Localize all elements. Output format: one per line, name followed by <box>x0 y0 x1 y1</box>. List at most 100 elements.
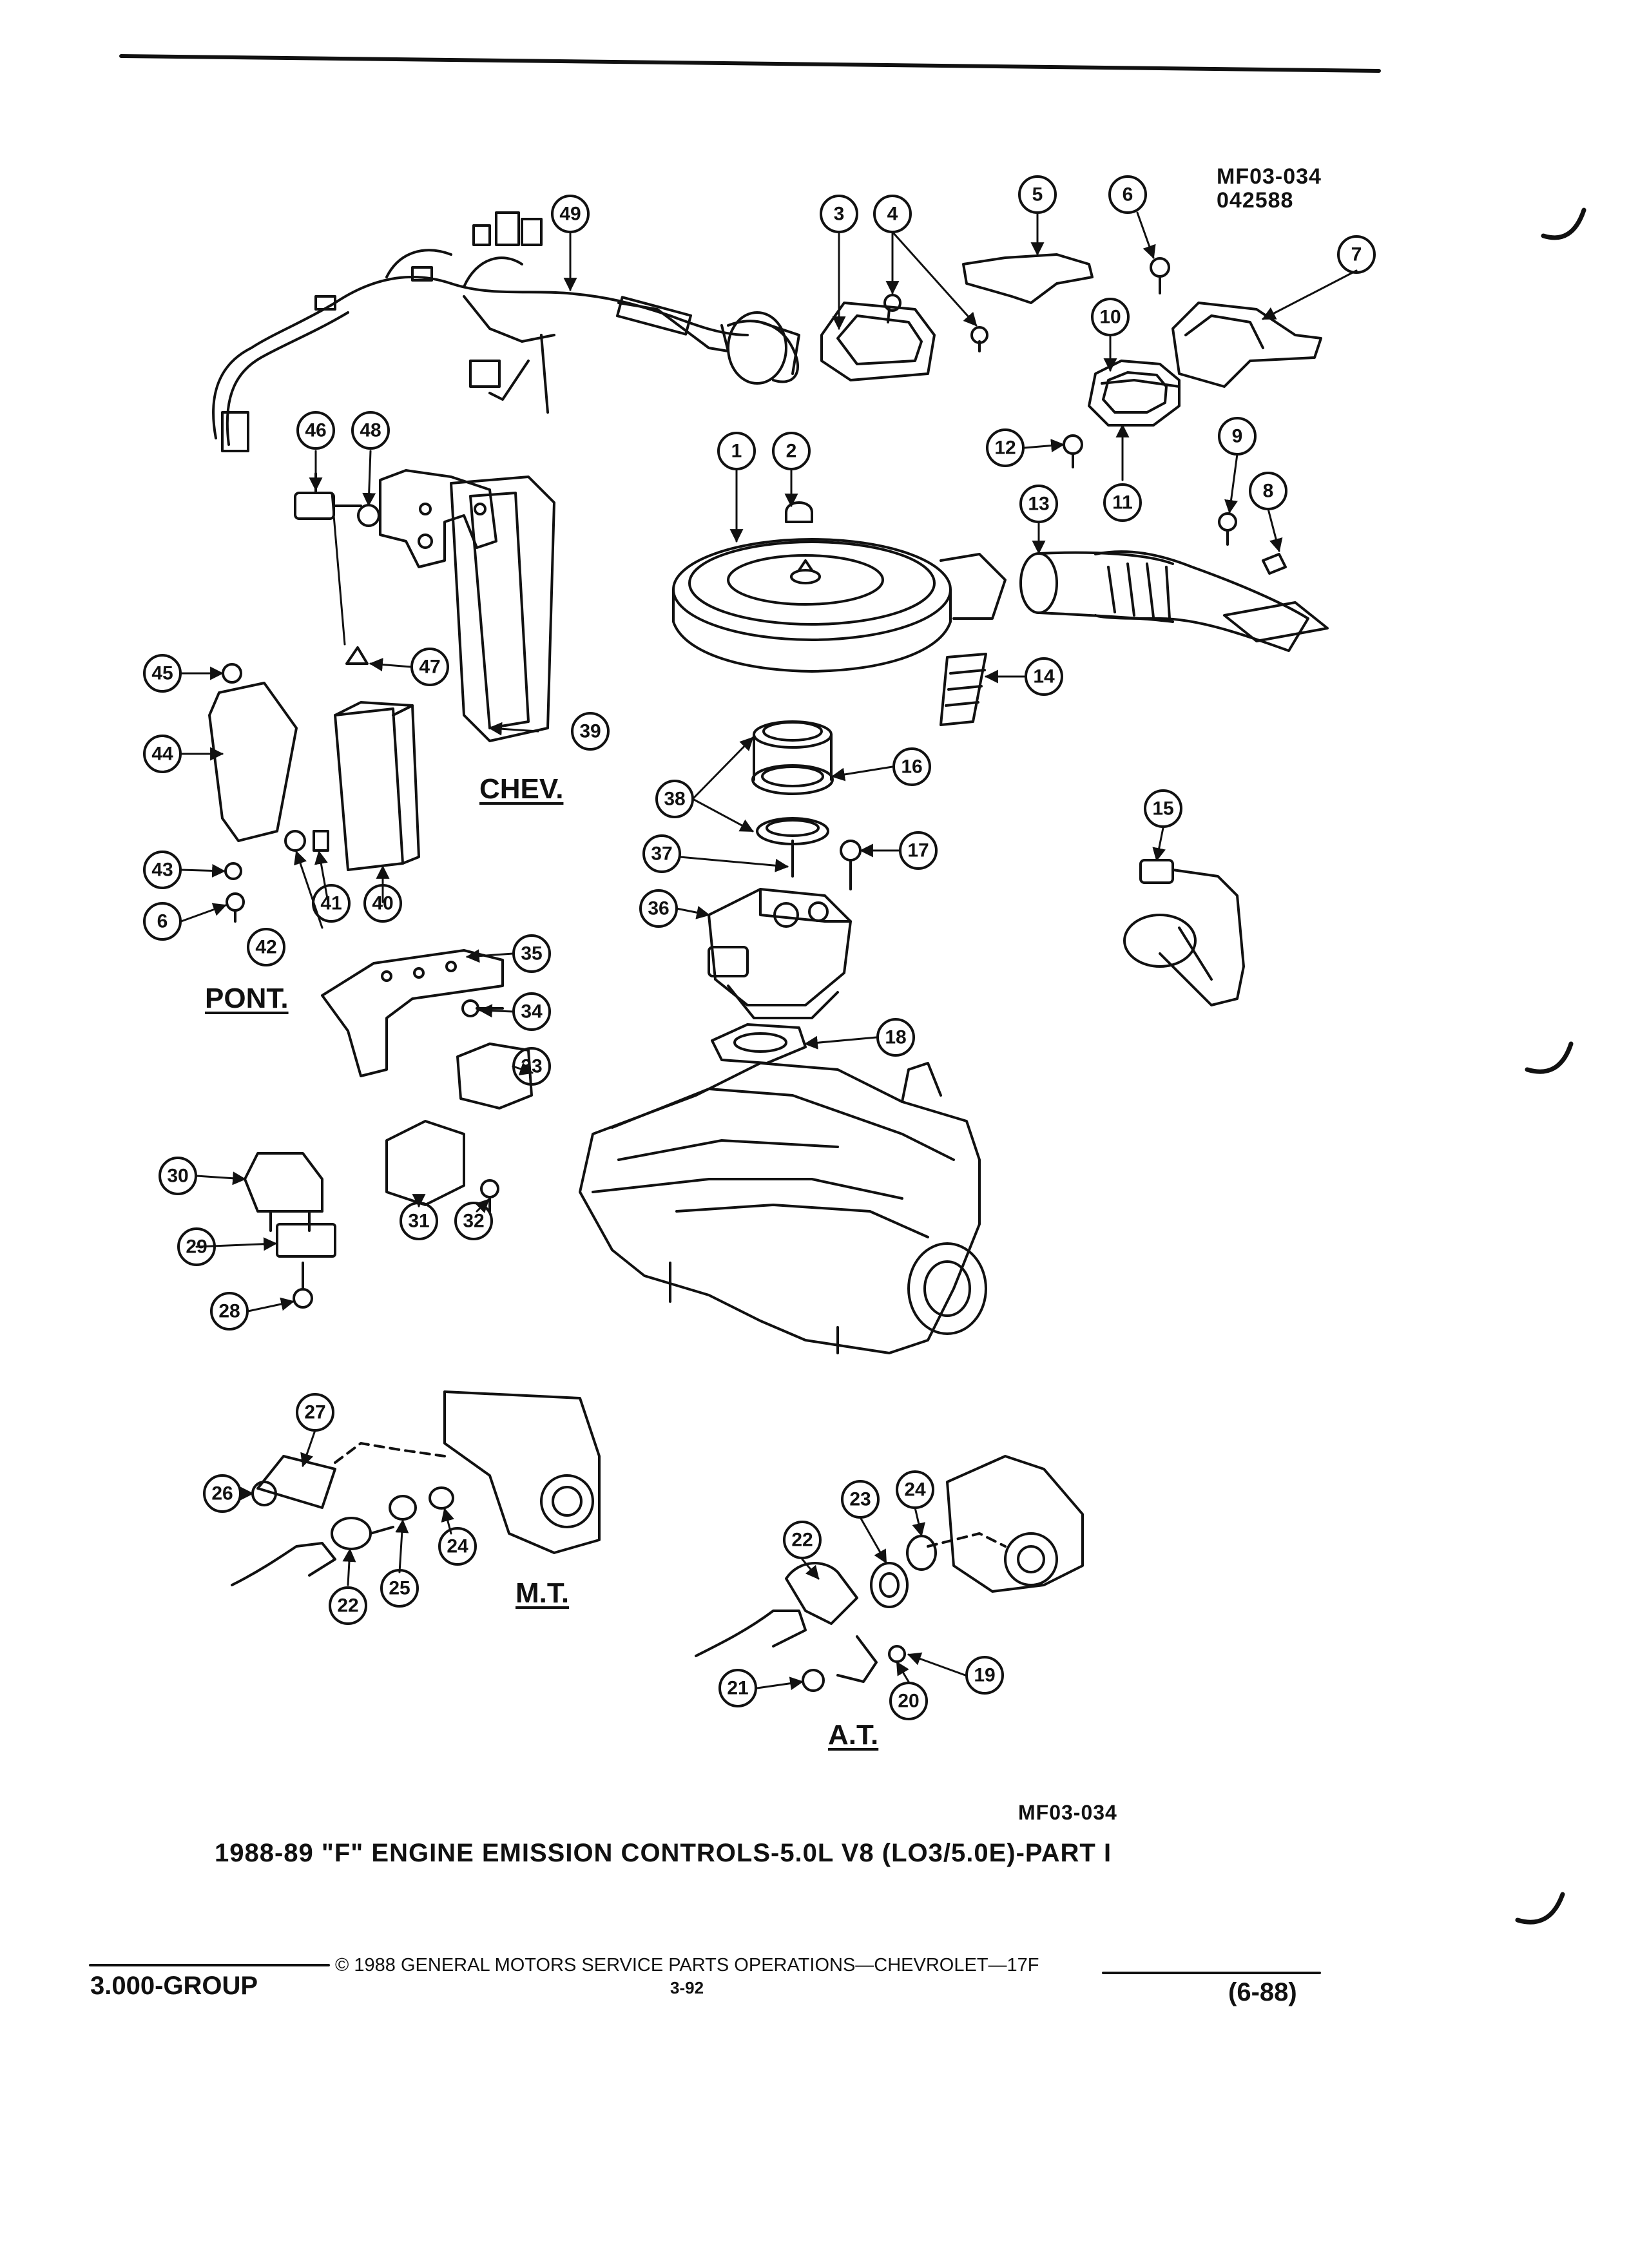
binder-mark <box>1541 207 1586 240</box>
callout-6-lower: 6 <box>143 902 182 941</box>
callout-8: 8 <box>1249 472 1287 510</box>
engine-block-drawing <box>579 1062 987 1354</box>
mt-speed-sensor-drawing <box>231 1390 601 1586</box>
callout-11: 11 <box>1103 483 1142 522</box>
callout-3: 3 <box>820 195 858 233</box>
intake-duct-drawing <box>1019 512 1329 652</box>
svg-text:4: 4 <box>887 204 898 225</box>
callout-33: 33 <box>512 1047 551 1086</box>
svg-text:28: 28 <box>218 1301 240 1322</box>
footer-date: (6-88) <box>1228 1978 1297 2006</box>
callout-22-mt: 22 <box>329 1586 367 1625</box>
svg-text:44: 44 <box>151 744 173 765</box>
section-label-mt: M.T. <box>516 1577 570 1609</box>
callout-48: 48 <box>351 411 390 450</box>
section-label-pont: PONT. <box>205 983 289 1014</box>
svg-text:45: 45 <box>151 663 173 684</box>
callout-47: 47 <box>410 648 449 686</box>
binder-mark <box>1515 1892 1565 1925</box>
callout-10: 10 <box>1091 298 1130 336</box>
svg-text:30: 30 <box>167 1166 188 1187</box>
svg-text:10: 10 <box>1099 307 1121 328</box>
svg-text:19: 19 <box>974 1665 995 1686</box>
callout-2: 2 <box>772 432 811 470</box>
svg-text:27: 27 <box>304 1402 325 1423</box>
footer-page-number: 3-92 <box>670 1978 704 1997</box>
svg-text:32: 32 <box>463 1211 484 1232</box>
svg-text:9: 9 <box>1232 426 1243 447</box>
section-label-at: A.T. <box>828 1719 879 1751</box>
callout-40: 40 <box>363 884 402 923</box>
callout-43: 43 <box>143 850 182 889</box>
svg-text:37: 37 <box>651 843 672 865</box>
svg-text:47: 47 <box>419 657 440 678</box>
svg-text:17: 17 <box>907 840 929 861</box>
callout-4: 4 <box>873 195 912 233</box>
at-speed-sensor-drawing <box>695 1455 1084 1692</box>
leader-lines <box>180 211 1358 1691</box>
callout-34: 34 <box>512 992 551 1031</box>
sensor-line-drawing <box>1123 859 1245 1006</box>
footer-copyright: © 1988 GENERAL MOTORS SERVICE PARTS OPER… <box>335 1955 1039 1975</box>
footer-group: 3.000-GROUP <box>90 1972 258 2000</box>
callout-21: 21 <box>718 1669 757 1707</box>
callout-30: 30 <box>159 1157 197 1195</box>
svg-text:18: 18 <box>885 1027 906 1048</box>
svg-text:31: 31 <box>408 1211 429 1232</box>
svg-text:33: 33 <box>521 1056 542 1077</box>
svg-text:14: 14 <box>1033 666 1055 687</box>
svg-text:23: 23 <box>849 1489 871 1510</box>
svg-text:43: 43 <box>151 860 173 881</box>
svg-text:5: 5 <box>1032 184 1043 206</box>
svg-text:29: 29 <box>186 1236 207 1258</box>
callout-5: 5 <box>1018 175 1057 214</box>
callout-18: 18 <box>876 1018 915 1057</box>
callout-26: 26 <box>203 1474 242 1513</box>
svg-text:20: 20 <box>898 1691 919 1712</box>
upper-brackets-drawing <box>820 253 1322 388</box>
callout-38: 38 <box>655 780 694 818</box>
callout-37: 37 <box>642 834 681 873</box>
callout-27: 27 <box>296 1393 334 1432</box>
callout-35: 35 <box>512 934 551 973</box>
callout-46: 46 <box>296 411 335 450</box>
map-sensor-drawing <box>244 1152 336 1309</box>
svg-text:35: 35 <box>521 943 542 965</box>
hose-drawing <box>940 653 987 726</box>
figure-code-bottom: MF03-034 <box>1018 1801 1117 1824</box>
solenoid-bracket-drawing <box>294 469 497 568</box>
section-label-chev: CHEV. <box>479 773 564 805</box>
svg-text:25: 25 <box>389 1578 410 1599</box>
callout-20: 20 <box>889 1682 928 1720</box>
svg-text:12: 12 <box>994 437 1016 459</box>
callout-13: 13 <box>1019 485 1058 523</box>
callout-14: 14 <box>1025 657 1063 696</box>
callout-7: 7 <box>1337 235 1376 274</box>
ecm-module-drawing <box>208 476 555 923</box>
svg-text:15: 15 <box>1152 798 1173 820</box>
svg-text:1: 1 <box>731 441 742 462</box>
callout-25: 25 <box>380 1569 419 1608</box>
svg-text:34: 34 <box>521 1001 543 1023</box>
callout-39: 39 <box>571 712 610 751</box>
svg-text:26: 26 <box>211 1483 233 1504</box>
callout-23: 23 <box>841 1480 880 1519</box>
svg-text:38: 38 <box>664 789 685 810</box>
svg-text:7: 7 <box>1351 244 1362 265</box>
svg-text:40: 40 <box>372 893 393 914</box>
callout-32: 32 <box>454 1202 493 1240</box>
callout-36: 36 <box>639 889 678 928</box>
svg-text:16: 16 <box>901 756 922 778</box>
figure-code-top: MF03-034 <box>1217 164 1322 189</box>
svg-text:2: 2 <box>786 441 797 462</box>
svg-text:24: 24 <box>447 1536 468 1557</box>
air-cleaner-drawing <box>672 501 1007 673</box>
svg-text:24: 24 <box>904 1479 926 1501</box>
svg-text:48: 48 <box>360 420 381 441</box>
callout-1: 1 <box>717 432 756 470</box>
svg-text:22: 22 <box>791 1530 813 1551</box>
svg-text:41: 41 <box>320 893 342 914</box>
callout-15: 15 <box>1144 789 1182 828</box>
svg-text:8: 8 <box>1263 481 1274 502</box>
